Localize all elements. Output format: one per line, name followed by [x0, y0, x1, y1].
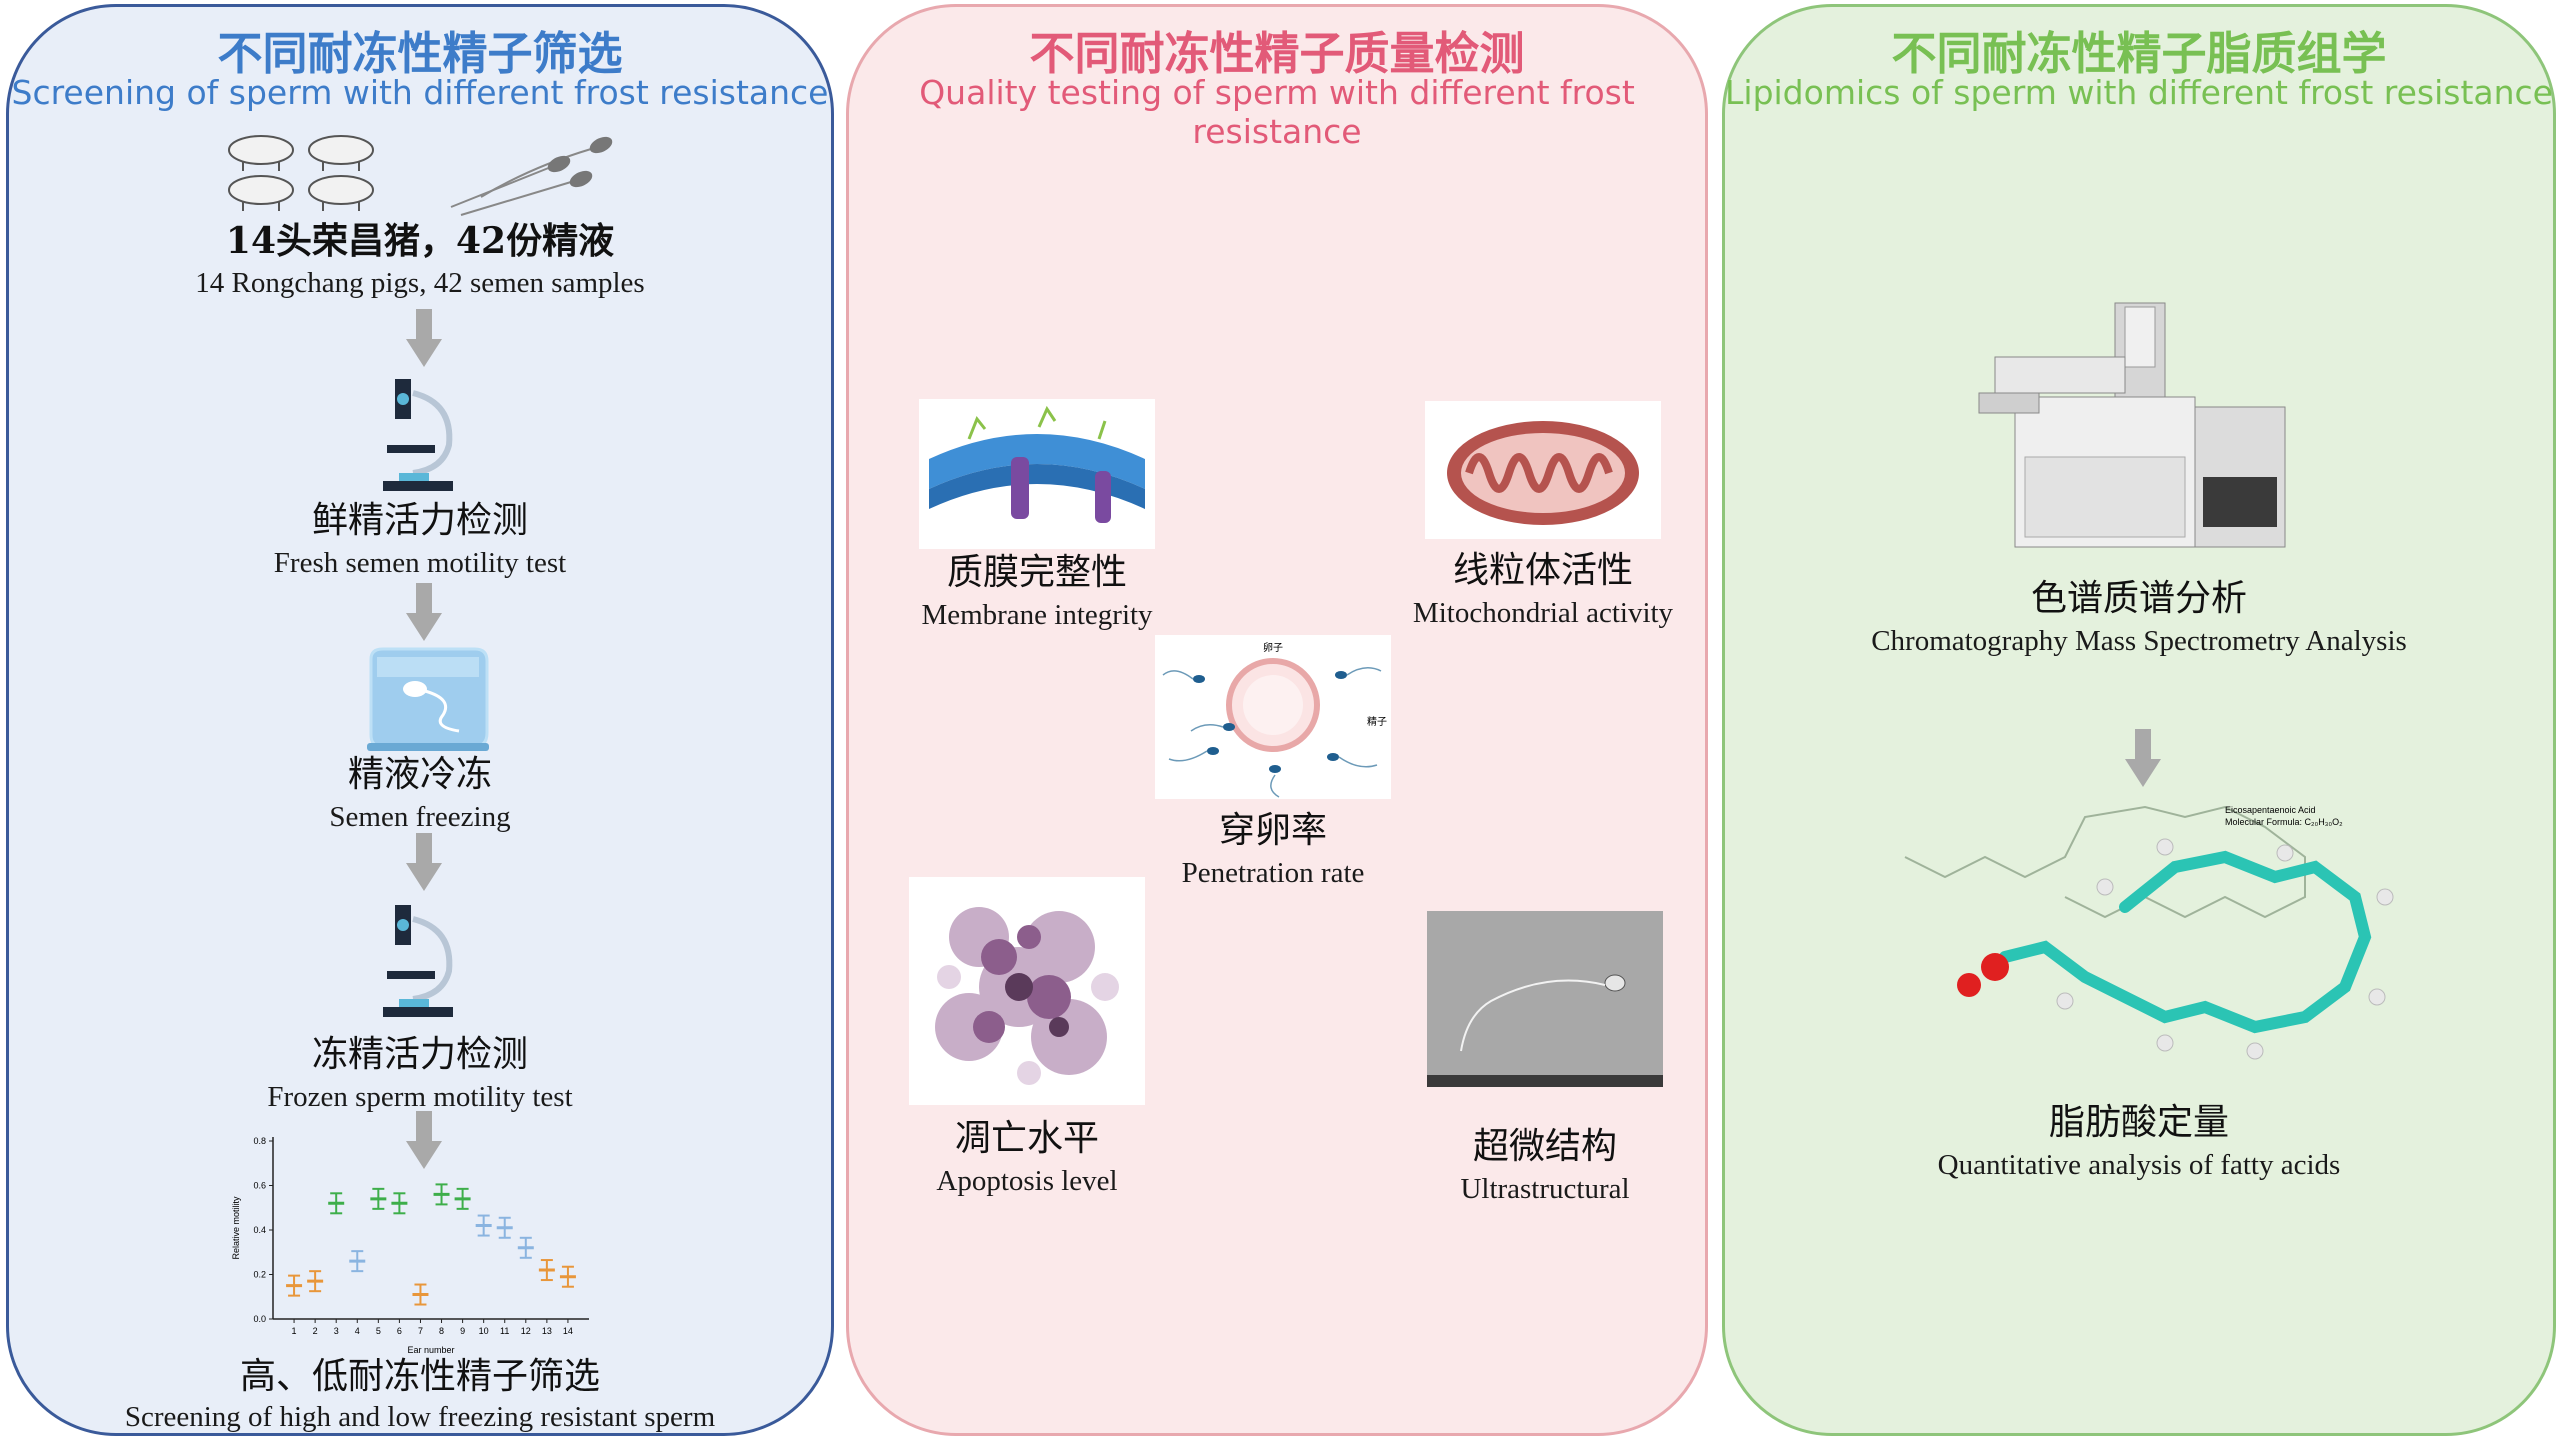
panel-title: 不同耐冻性精子脂质组学: [1891, 27, 2387, 80]
x-tick-label: 14: [563, 1326, 573, 1336]
data-point: [433, 1183, 450, 1206]
item-subtitle: Membrane integrity: [921, 599, 1153, 631]
y-tick-label: 0.8: [253, 1136, 266, 1146]
data-point: [349, 1250, 366, 1273]
down-arrow-icon: [2125, 729, 2161, 787]
x-tick-label: 13: [542, 1326, 552, 1336]
item-title: 质膜完整性: [946, 552, 1127, 593]
step-title: 冻精活力检测: [311, 1034, 528, 1075]
screening-panel: 不同耐冻性精子筛选 Screening of sperm with differ…: [6, 4, 834, 1436]
step-subtitle: 14 Rongchang pigs, 42 semen samples: [195, 267, 645, 299]
x-tick-label: 7: [418, 1326, 423, 1336]
x-axis-label: Ear number: [407, 1345, 454, 1355]
down-arrow-icon: [406, 583, 442, 641]
y-tick-label: 0.0: [253, 1314, 266, 1324]
data-point: [391, 1192, 408, 1215]
egg-label: 卵子: [1263, 642, 1283, 654]
item-subtitle: Penetration rate: [1181, 857, 1365, 889]
data-point: [517, 1236, 534, 1259]
molecule-name: Eicosapentaenoic Acid: [2225, 805, 2316, 815]
pig-icon: [228, 135, 374, 211]
x-tick-label: 3: [334, 1326, 339, 1336]
step-subtitle: Fresh semen motility test: [273, 547, 567, 579]
item-subtitle: Chromatography Mass Spectrometry Analysi…: [1871, 625, 2407, 657]
data-point: [412, 1283, 429, 1306]
x-tick-label: 6: [397, 1326, 402, 1336]
step-subtitle: Semen freezing: [329, 801, 511, 833]
motility-chart: Relative motility Ear number 0.0 0.2 0.4 0.…: [231, 1136, 589, 1355]
data-point: [496, 1216, 513, 1239]
x-tick-label: 9: [460, 1326, 465, 1336]
item-title: 线粒体活性: [1452, 550, 1633, 591]
step-subtitle: Frozen sperm motility test: [267, 1081, 573, 1113]
item-title: 凋亡水平: [954, 1118, 1099, 1159]
data-point: [286, 1274, 303, 1297]
data-point: [328, 1192, 345, 1215]
step-title: 精液冷冻: [347, 754, 492, 795]
y-tick-label: 0.2: [253, 1270, 266, 1280]
x-tick-label: 5: [376, 1326, 381, 1336]
y-tick-label: 0.6: [253, 1181, 266, 1191]
panel-title: 不同耐冻性精子质量检测: [1029, 27, 1525, 80]
data-point: [370, 1187, 387, 1210]
down-arrow-icon: [406, 309, 442, 367]
y-axis-label: Relative motility: [231, 1196, 241, 1260]
item-title: 脂肪酸定量: [2048, 1102, 2229, 1143]
sperm-icon: [450, 136, 613, 216]
x-tick-label: 12: [521, 1326, 531, 1336]
mass-spectrometer-image: [1978, 302, 2286, 548]
quality-panel: 不同耐冻性精子质量检测 Quality testing of sperm wit…: [846, 4, 1708, 1436]
x-tick-label: 8: [439, 1326, 444, 1336]
item-title: 超微结构: [1472, 1126, 1617, 1167]
molecule-formula: Molecular Formula: C₂₀H₃₀O₂: [2225, 817, 2343, 827]
y-tick-label: 0.4: [253, 1225, 266, 1235]
item-title: 色谱质谱分析: [2030, 578, 2247, 619]
panel-subtitle: Lipidomics of sperm with different frost…: [1725, 73, 2553, 112]
data-point: [307, 1270, 324, 1293]
data-point: [538, 1259, 555, 1282]
step-title: 高、低耐冻性精子筛选: [239, 1356, 600, 1397]
item-subtitle: Apoptosis level: [936, 1165, 1118, 1197]
sperm-label: 精子: [1367, 715, 1387, 728]
x-tick-label: 4: [355, 1326, 360, 1336]
down-arrow-icon: [406, 1111, 442, 1169]
x-tick-label: 2: [313, 1326, 318, 1336]
data-point: [559, 1265, 576, 1288]
item-subtitle: Ultrastructural: [1460, 1173, 1630, 1205]
x-tick-label: 1: [292, 1326, 297, 1336]
step-title: 14头荣昌猪，42份精液: [225, 220, 615, 262]
microscope-icon: [383, 905, 453, 1017]
step-title: 鲜精活力检测: [311, 500, 528, 541]
x-tick-label: 10: [479, 1326, 489, 1336]
down-arrow-icon: [406, 833, 442, 891]
apoptosis-image: [909, 877, 1145, 1105]
panel-title: 不同耐冻性精子筛选: [217, 27, 623, 80]
ultrastructure-image: [1427, 911, 1663, 1087]
membrane-image: [919, 399, 1155, 549]
panel-subtitle: Screening of sperm with different frost …: [11, 73, 829, 112]
penetration-image: 卵子 精子: [1155, 635, 1391, 799]
ice-cube-icon: [367, 647, 489, 751]
step-subtitle: Screening of high and low freezing resis…: [124, 1401, 716, 1433]
fatty-acid-molecule-image: Eicosapentaenoic Acid Molecular Formula:…: [1904, 805, 2394, 1060]
mitochondrion-image: [1425, 401, 1661, 539]
lipidomics-panel: 不同耐冻性精子脂质组学 Lipidomics of sperm with dif…: [1722, 4, 2556, 1436]
microscope-icon: [383, 379, 453, 491]
panel-subtitle: Quality testing of sperm with different …: [919, 73, 1635, 151]
item-subtitle: Mitochondrial activity: [1412, 597, 1674, 629]
data-point: [475, 1214, 492, 1237]
item-title: 穿卵率: [1218, 810, 1327, 851]
item-subtitle: Quantitative analysis of fatty acids: [1937, 1149, 2341, 1181]
x-tick-label: 11: [500, 1326, 509, 1336]
data-point: [454, 1187, 471, 1210]
